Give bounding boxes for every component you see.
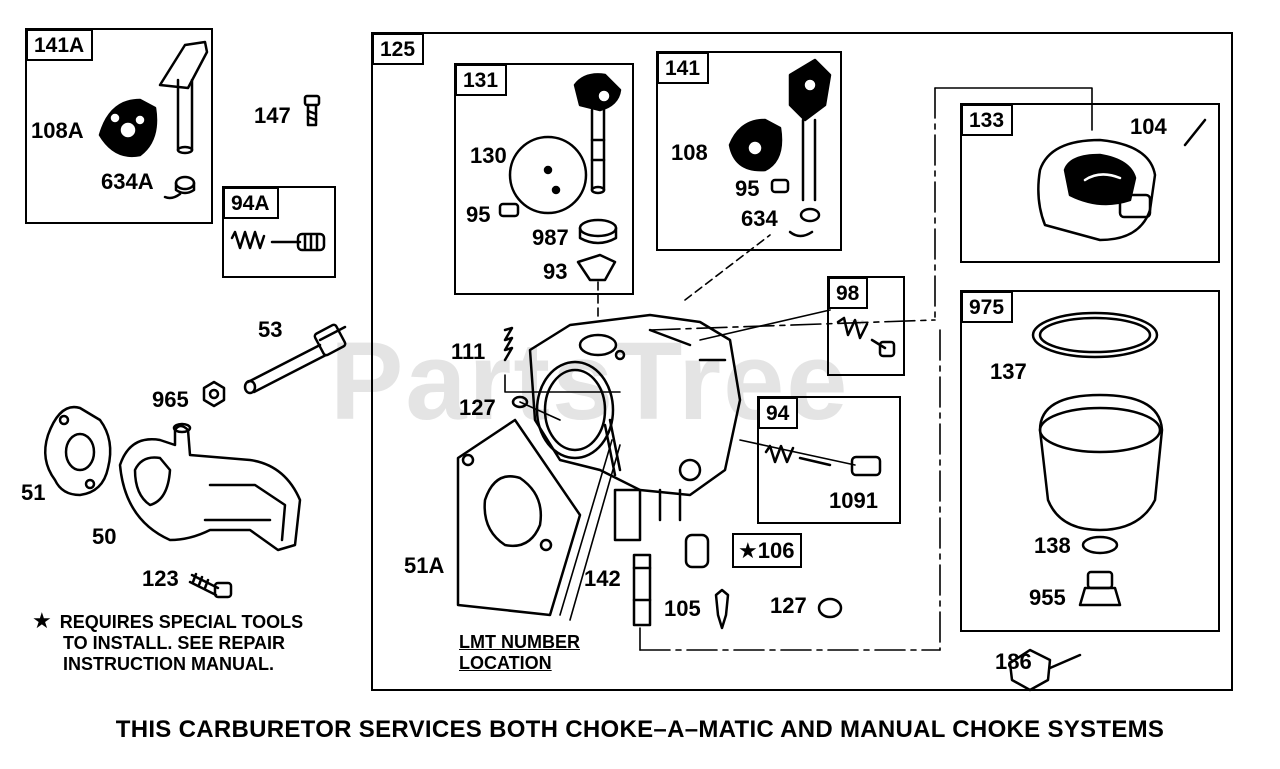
part-label-105: 105 [664, 596, 701, 621]
box-141-tag: 141 [657, 52, 710, 84]
part-label-104: 104 [1130, 114, 1167, 139]
part-label-138: 138 [1034, 533, 1071, 558]
part-label-634A: 634A [101, 169, 154, 194]
box-94A: 94A [222, 186, 336, 278]
part-label-142: 142 [584, 566, 621, 591]
part-label-127-upper: 127 [459, 395, 496, 420]
box-131: 131 [454, 63, 634, 295]
part-label-130: 130 [470, 143, 507, 168]
choke-shaft-141-drawing [728, 58, 832, 238]
float-133-drawing [1037, 118, 1207, 242]
part-label-95-right: 95 [735, 176, 760, 201]
box-975: 975 [960, 290, 1220, 632]
part-label-987: 987 [532, 225, 569, 250]
box-98: 98 [827, 276, 905, 376]
part-label-51: 51 [21, 480, 46, 505]
screw-98-drawing [836, 316, 896, 358]
part-label-965: 965 [152, 387, 189, 412]
part-number-106: 106 [757, 538, 795, 563]
part-label-955: 955 [1029, 585, 1066, 610]
part-label-186: 186 [995, 649, 1032, 674]
note-line-1: ★ REQUIRES SPECIAL TOOLS [32, 610, 303, 633]
part-label-123: 123 [142, 566, 179, 591]
part-label-634: 634 [741, 206, 778, 231]
box-133-tag: 133 [961, 104, 1014, 136]
box-94: 94 [757, 396, 901, 524]
intake-elbow-50-drawing [118, 422, 302, 552]
gasket-51A-drawing [456, 418, 582, 617]
part-label-51A: 51A [404, 553, 445, 578]
nut-965-drawing [202, 380, 226, 408]
box-94A-tag: 94A [223, 187, 279, 219]
screw-123-drawing [188, 572, 233, 599]
note-star: ★ [32, 608, 52, 633]
note-line-2: TO INSTALL. SEE REPAIR [63, 633, 286, 653]
gasket-51-drawing [43, 405, 112, 497]
part-label-95-left: 95 [466, 202, 491, 227]
box-125: 125 [371, 32, 1233, 691]
box-94-tag: 94 [758, 397, 799, 429]
box-98-tag: 98 [828, 277, 869, 309]
part-label-108: 108 [671, 140, 708, 165]
diagram-caption: THIS CARBURETOR SERVICES BOTH CHOKE–A–MA… [115, 716, 1165, 743]
note-line-3: INSTRUCTION MANUAL. [63, 654, 274, 674]
part-label-93: 93 [543, 259, 568, 284]
part-label-50: 50 [92, 524, 117, 549]
part-label-147: 147 [254, 103, 291, 128]
box-141A: 141A [25, 28, 213, 224]
box-125-tag: 125 [372, 33, 425, 65]
box-141A-tag: 141A [26, 29, 94, 61]
lmt-number-location-label: LMT NUMBER LOCATION [459, 632, 580, 674]
part-label-53: 53 [258, 317, 283, 342]
box-131-tag: 131 [455, 64, 508, 96]
shaft-53-drawing [243, 323, 347, 395]
throttle-shaft-131-drawing [498, 73, 622, 282]
part-label-111: 111 [451, 339, 486, 364]
part-label-1091: 1091 [829, 488, 878, 513]
box-141: 141 [656, 51, 842, 251]
part-label-108A: 108A [31, 118, 84, 143]
connector-lines [504, 87, 1093, 651]
part-label-137: 137 [990, 359, 1027, 384]
bowl-975-drawing [1031, 311, 1164, 607]
part-label-106-boxed: ★106 [732, 533, 803, 568]
choke-shaft-141A-drawing [98, 40, 209, 200]
screw-147-drawing [303, 94, 321, 127]
part-label-127-lower: 127 [770, 593, 807, 618]
small-parts-drawing [503, 326, 1082, 692]
lmt-line-1: LMT NUMBER [459, 632, 580, 652]
special-tools-note: ★ REQUIRES SPECIAL TOOLS TO INSTALL. SEE … [32, 610, 303, 675]
special-tool-star: ★ [738, 538, 758, 563]
note-line-1-text: REQUIRES SPECIAL TOOLS [59, 612, 304, 632]
lmt-line-2: LOCATION [459, 653, 552, 673]
box-133: 133 [960, 103, 1220, 263]
box-975-tag: 975 [961, 291, 1014, 323]
needle-94A-drawing [230, 230, 326, 252]
